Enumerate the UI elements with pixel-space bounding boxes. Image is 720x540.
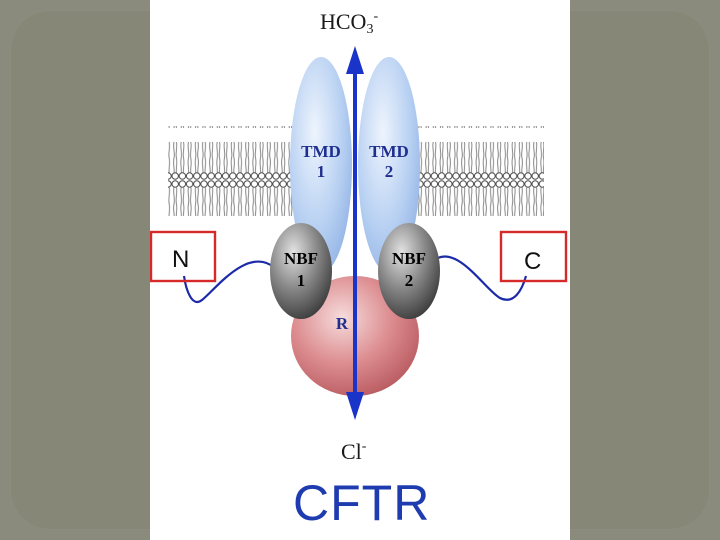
c-terminus-chain [431,255,528,301]
n-terminus-label: N [172,246,190,273]
cftr-title: CFTR [293,475,431,531]
nbf2-shape [378,223,440,319]
cftr-diagram [150,46,568,420]
c-terminus-box [499,230,568,283]
arrow-head-up [346,46,364,74]
arrow-head-down [346,392,364,420]
n-terminus-box [150,230,217,283]
nbf1-shape [270,223,332,319]
r-domain-label: R [335,314,349,333]
cl-label: Cl- [341,439,367,464]
hco3-label: HCO3- [320,9,379,37]
lipid-bilayer-left [168,126,298,216]
n-terminus-chain [182,260,276,303]
c-terminus-label: C [524,248,542,275]
tmd2-shape [358,57,420,273]
lipid-bilayer-right [412,126,544,216]
tmd1-shape [290,57,352,273]
